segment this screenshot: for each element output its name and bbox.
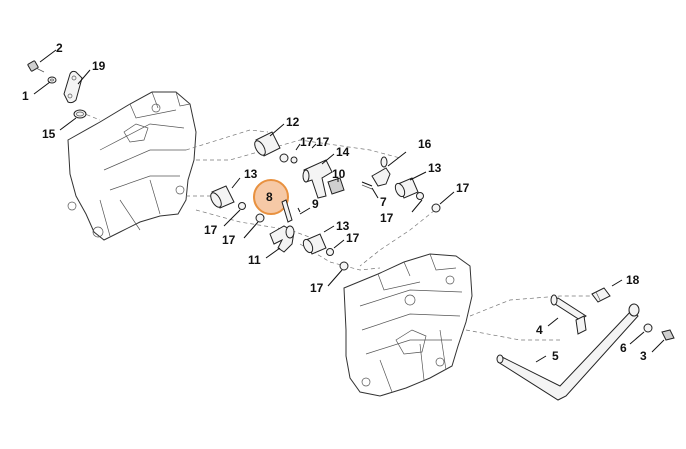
part-9-pin <box>297 207 301 213</box>
part-17-washer-d <box>431 203 441 213</box>
part-13-sleeve-right <box>394 177 419 199</box>
part-7-pin <box>361 181 373 190</box>
part-17-washer-e <box>238 202 246 210</box>
label-11[interactable]: 11 <box>248 253 261 267</box>
label-2[interactable]: 2 <box>56 41 63 55</box>
part-18-screw <box>591 287 611 303</box>
label-1[interactable]: 1 <box>22 89 29 103</box>
label-15[interactable]: 15 <box>42 127 56 141</box>
leader-lines <box>33 49 665 363</box>
part-13-sleeve-left <box>210 185 235 209</box>
part-17-washer-g <box>326 248 334 256</box>
part-17-washer-h <box>339 261 349 271</box>
part-13-sleeve-middle <box>302 233 327 255</box>
part-3-nut <box>661 329 675 341</box>
part-17-washer-a <box>279 153 289 163</box>
part-11-lever <box>269 225 295 253</box>
label-9[interactable]: 9 <box>312 197 319 211</box>
label-17-e[interactable]: 17 <box>204 223 218 237</box>
part-17-washer-c <box>416 192 424 200</box>
part-17-washer-b <box>290 156 298 164</box>
part-15-o-ring <box>73 109 87 119</box>
part-5-shaft-lever <box>496 303 640 401</box>
label-10[interactable]: 10 <box>332 167 346 181</box>
part-1-washer <box>47 76 57 84</box>
lower-crankcase-half <box>343 253 473 397</box>
part-12-sleeve <box>254 131 281 157</box>
label-18[interactable]: 18 <box>626 273 640 287</box>
part-14-lever <box>302 159 333 199</box>
label-19[interactable]: 19 <box>92 59 106 73</box>
label-3[interactable]: 3 <box>640 349 647 363</box>
label-17-a[interactable]: 17 <box>300 135 314 149</box>
label-14[interactable]: 14 <box>336 145 350 159</box>
part-labels: 2 1 19 15 12 17 17 14 10 16 13 7 17 17 1… <box>22 41 647 363</box>
label-17-g[interactable]: 17 <box>346 231 360 245</box>
part-6-washer <box>643 323 653 333</box>
label-12[interactable]: 12 <box>286 115 300 129</box>
label-16[interactable]: 16 <box>418 137 432 151</box>
label-13-c[interactable]: 13 <box>336 219 350 233</box>
part-2-screw <box>27 60 45 73</box>
part-19-plate <box>63 70 83 104</box>
label-17-d[interactable]: 17 <box>456 181 470 195</box>
part-10-block <box>327 177 345 195</box>
label-17-f[interactable]: 17 <box>222 233 236 247</box>
label-17-b[interactable]: 17 <box>316 135 330 149</box>
upper-crankcase-half <box>67 91 197 241</box>
part-16-clip <box>371 156 391 187</box>
label-17-h[interactable]: 17 <box>310 281 324 295</box>
label-8[interactable]: 8 <box>266 190 273 204</box>
label-5[interactable]: 5 <box>552 349 559 363</box>
part-17-washer-f <box>255 213 265 223</box>
label-6[interactable]: 6 <box>620 341 627 355</box>
label-7[interactable]: 7 <box>380 195 387 209</box>
label-17-c[interactable]: 17 <box>380 211 394 225</box>
part-4-shaft <box>550 294 587 335</box>
part-8-highlight[interactable] <box>253 179 289 215</box>
label-13-b[interactable]: 13 <box>244 167 258 181</box>
label-4[interactable]: 4 <box>536 323 543 337</box>
label-13-a[interactable]: 13 <box>428 161 442 175</box>
part-8-pin <box>281 199 293 223</box>
